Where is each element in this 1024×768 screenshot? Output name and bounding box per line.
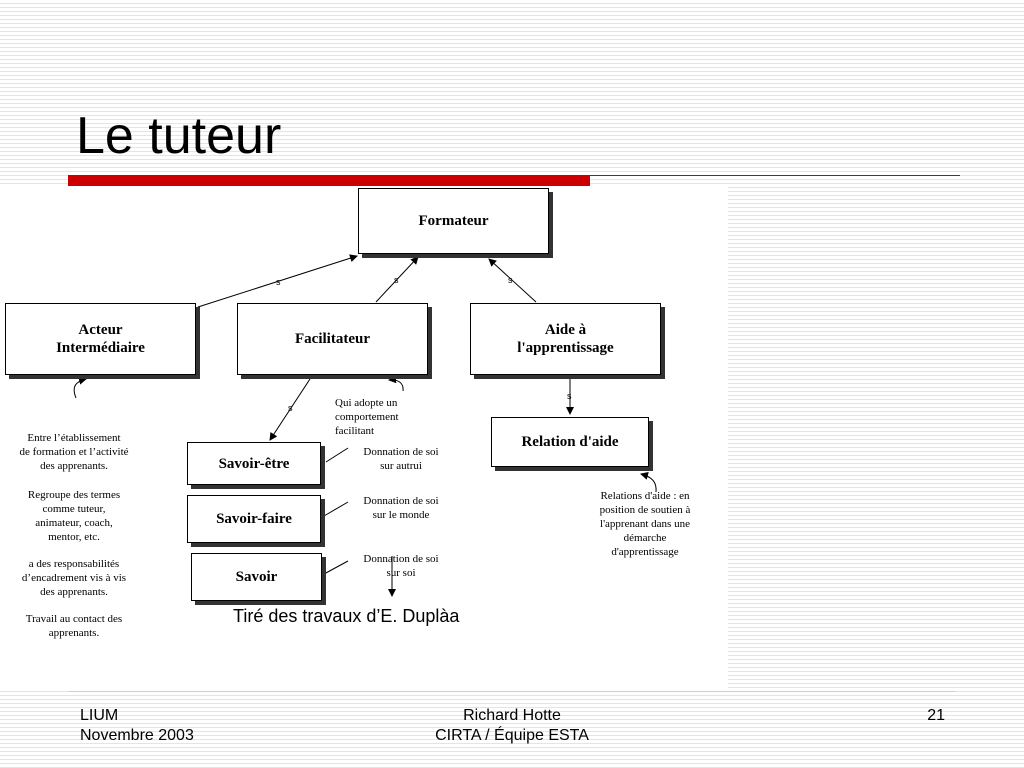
note-line: Regroupe des termes [27,489,121,501]
note-line: d’encadrement vis à vis [21,572,127,584]
s-label: s [276,277,281,287]
acteur-note-2: Regroupe des termes comme tuteur, animat… [0,488,148,544]
note-line: d'apprentissage [611,546,679,558]
link-savoir-note [323,560,349,575]
footer-author: Richard Hotte [463,707,561,724]
diagram-connectors: s s s s s [73,254,657,597]
acteur-note-3: a des responsabilités d’encadrement vis … [0,557,148,599]
donnation-soi-note: Donnation de soi sur soi [345,552,457,580]
s-label: s [288,403,293,413]
acteur-note-4: Travail au contact des apprenants. [0,612,148,640]
box-aide-label: l'apprentissage [517,340,614,356]
note-line: sur le monde [372,509,430,521]
box-acteur-intermediaire: Acteur Intermédiaire [5,303,196,375]
note-line: a des responsabilités [28,558,120,570]
facilitateur-note: Qui adopte un comportement facilitant [335,396,455,438]
donnation-monde-note: Donnation de soi sur le monde [345,494,457,522]
box-facilitateur-label: Facilitateur [295,331,370,347]
box-acteur-label: Acteur [78,322,123,338]
box-savoir-etre: Savoir-être [187,442,321,485]
note-line: mentor, etc. [48,531,100,543]
note-line: sur soi [386,567,416,579]
box-aide-apprentissage: Aide à l'apprentissage [470,303,661,375]
box-savoir-label: Savoir [235,569,278,585]
box-acteur-label: Intermédiaire [56,340,145,356]
tutor-diagram: s s s s s Formateur Acteur Intermédiaire… [0,186,728,689]
pointer-acteur-note [73,376,87,399]
note-line: comportement [335,411,399,423]
box-relation-label: Relation d'aide [521,434,619,450]
note-line: apprenants. [48,627,100,639]
footer-left: LIUM Novembre 2003 [80,706,194,746]
footer-team: CIRTA / Équipe ESTA [435,727,589,744]
s-label: s [508,275,513,285]
donnation-autrui-note: Donnation de soi sur autrui [345,445,457,473]
title-underline-thin [590,175,960,176]
note-line: Relations d'aide : en [600,490,690,502]
note-line: Entre l’établissement [27,432,121,444]
link-aide-formateur [488,258,537,303]
note-line: Donnation de soi [363,495,439,507]
relation-note: Relations d'aide : en position de soutie… [580,489,710,559]
pointer-facilitateur-note [388,375,404,392]
link-acteur-formateur [197,254,358,308]
footer-organization: LIUM [80,707,119,724]
note-line: Qui adopte un [335,397,398,409]
note-line: animateur, coach, [35,517,113,529]
box-aide-label: Aide à [544,322,587,338]
note-line: facilitant [335,425,375,437]
box-savoir: Savoir [191,553,322,601]
box-formateur: Formateur [358,188,549,254]
s-label: s [394,275,399,285]
note-line: Travail au contact des [25,613,123,625]
note-line: Donnation de soi [363,446,439,458]
footer-divider [68,691,956,692]
title-underline-red [68,175,590,186]
acteur-note-1: Entre l’établissement de formation et l’… [0,431,148,473]
footer-date: Novembre 2003 [80,727,194,744]
box-savoir-etre-label: Savoir-être [218,455,290,472]
note-line: démarche [623,532,667,544]
link-facilitateur-savoir-etre [269,378,311,441]
note-line: comme tuteur, [42,503,106,515]
note-line: de formation et l’activité [19,446,129,458]
box-savoir-faire: Savoir-faire [187,495,321,543]
box-formateur-label: Formateur [418,213,489,229]
footer-page-number: 21 [927,707,945,724]
link-savoir-etre-note [325,447,349,463]
link-facilitateur-formateur [375,256,419,303]
source-citation: Tiré des travaux d’E. Duplàa [233,606,460,626]
box-relation-aide: Relation d'aide [491,417,649,467]
note-line: Donnation de soi [363,553,439,565]
note-line: l'apprenant dans une [600,518,690,530]
pointer-relation-note [640,471,657,493]
slide-title: Le tuteur [76,107,282,165]
note-line: des apprenants. [40,586,108,598]
link-savoir-faire-note [323,501,349,517]
box-savoir-faire-label: Savoir-faire [216,511,292,527]
note-line: sur autrui [380,460,422,472]
note-line: des apprenants. [40,460,108,472]
note-line: position de soutien à [599,504,691,516]
box-facilitateur: Facilitateur [237,303,428,375]
s-label: s [567,391,572,401]
footer-center: Richard Hotte CIRTA / Équipe ESTA [362,706,662,746]
